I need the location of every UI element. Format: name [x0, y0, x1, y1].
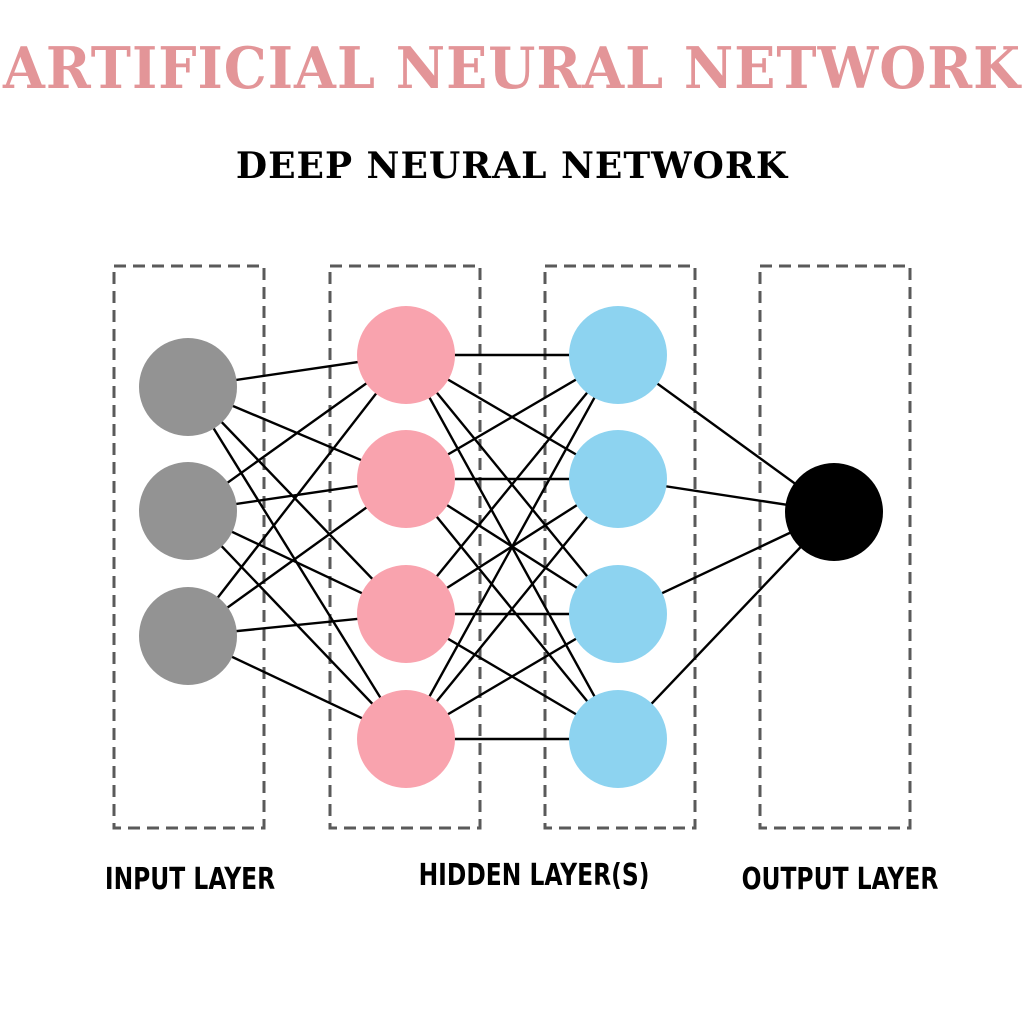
connection-input-3-to-hidden1-1 [187, 354, 407, 637]
output-node-1 [785, 463, 883, 561]
hidden-layer-label: HIDDEN LAYER(S) [418, 858, 650, 893]
hidden2-node-3 [569, 565, 667, 663]
main-title: ARTIFICIAL NEURAL NETWORK [2, 34, 1022, 102]
hidden2-node-1 [569, 306, 667, 404]
connection-hidden2-4-to-output-1 [617, 511, 835, 740]
input-node-2 [139, 462, 237, 560]
hidden2-node-4 [569, 690, 667, 788]
input-node-1 [139, 338, 237, 436]
hidden1-node-3 [357, 565, 455, 663]
hidden1-layer-box [328, 264, 482, 830]
hidden1-node-4 [357, 690, 455, 788]
hidden2-node-2 [569, 430, 667, 528]
input-node-3 [139, 587, 237, 685]
input-layer-label: INPUT LAYER [104, 862, 276, 897]
connection-input-1-to-hidden1-3 [187, 386, 407, 615]
output-layer-label: OUTPUT LAYER [741, 862, 939, 897]
connection-hidden1-4-to-hidden2-2 [405, 478, 619, 740]
subtitle: DEEP NEURAL NETWORK [235, 145, 789, 187]
input-layer-box [112, 264, 266, 830]
connection-hidden1-4-to-hidden2-1 [404, 354, 620, 740]
hidden2-layer-box [543, 264, 697, 830]
hidden1-node-2 [357, 430, 455, 528]
hidden1-node-1 [357, 306, 455, 404]
connection-hidden1-3-to-hidden2-1 [405, 354, 619, 615]
